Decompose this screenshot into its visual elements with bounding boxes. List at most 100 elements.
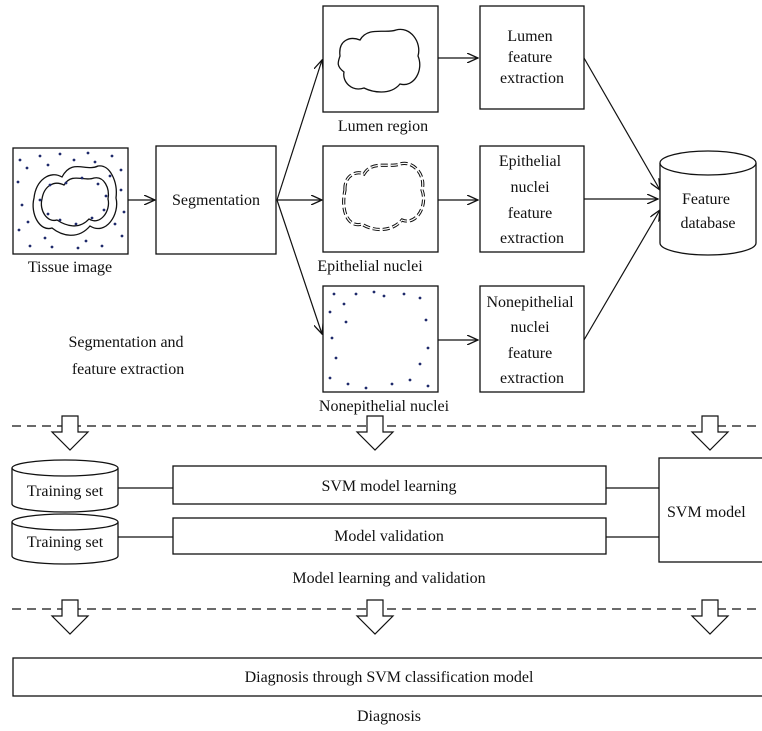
- training-set-2-cylinder: [11, 513, 119, 565]
- arrow-to-nonepithelial: [276, 199, 322, 334]
- nucleus-dot: [26, 220, 30, 224]
- arrow-lumen-to-database: [583, 57, 660, 190]
- nucleus-dot: [90, 216, 94, 220]
- stage1-caption-line: feature extraction: [72, 361, 184, 378]
- nucleus-dot: [418, 362, 422, 366]
- nucleus-dot: [108, 174, 112, 178]
- feature-database-line: Feature: [682, 191, 730, 208]
- nucleus-dot: [408, 378, 412, 382]
- nucleus-dot: [20, 203, 24, 207]
- nucleus-dot: [402, 292, 406, 296]
- nonepithelial-nuclei-image: [322, 285, 439, 393]
- nucleus-dot: [354, 292, 358, 296]
- nucleus-dot: [86, 151, 90, 155]
- nonepithelial-extraction-box: [479, 285, 585, 393]
- lumen-extraction-line: extraction: [500, 70, 564, 87]
- feature-database-line: database: [680, 215, 735, 232]
- validation-box: [172, 517, 607, 555]
- nucleus-dot: [58, 152, 62, 156]
- nucleus-dot: [382, 294, 386, 298]
- svm-learning-box: [172, 465, 607, 505]
- lumen-extraction-line: feature: [508, 49, 552, 66]
- diagnosis-box: [12, 657, 762, 697]
- nucleus-dot: [100, 244, 104, 248]
- nucleus-dot: [122, 210, 126, 214]
- nucleus-dot: [424, 318, 428, 322]
- nucleus-dot: [418, 296, 422, 300]
- nucleus-dot: [74, 222, 78, 226]
- lumen-region-image: [322, 5, 439, 113]
- nucleus-dot: [110, 154, 114, 158]
- nucleus-dot: [364, 386, 368, 390]
- nucleus-dot: [426, 346, 430, 350]
- lumen-extraction-text: Lumen feature extraction: [500, 28, 564, 87]
- nonepithelial-nuclei-label: Nonepithelial nuclei: [319, 398, 450, 415]
- nucleus-dot: [102, 208, 106, 212]
- svm-model-label: SVM model: [667, 504, 746, 521]
- down-arrow-icon: [50, 415, 90, 451]
- nucleus-dot: [72, 158, 76, 162]
- down-arrow-icon: [690, 415, 730, 451]
- segmentation-label: Segmentation: [172, 192, 260, 209]
- feature-database-cylinder: [659, 150, 757, 256]
- nucleus-dot: [16, 180, 20, 184]
- nucleus-dot: [28, 244, 32, 248]
- nucleus-dot: [390, 382, 394, 386]
- nucleus-dot: [80, 176, 84, 180]
- feature-database-text: Feature database: [680, 191, 735, 232]
- training-set-2-label: Training set: [27, 534, 104, 551]
- nucleus-dot: [18, 158, 22, 162]
- epithelial-extraction-line: extraction: [500, 230, 564, 247]
- nucleus-dot: [43, 236, 47, 240]
- epithelial-nuclei-image: [322, 145, 439, 253]
- nucleus-dot: [50, 245, 54, 249]
- nucleus-dot: [328, 310, 332, 314]
- nucleus-dot: [119, 168, 123, 172]
- epithelial-extraction-line: Epithelial: [499, 153, 562, 170]
- training-set-1-cylinder: [11, 459, 119, 513]
- nucleus-dot: [342, 302, 346, 306]
- epithelial-nuclei-label: Epithelial nuclei: [317, 258, 423, 275]
- nucleus-dot: [17, 228, 21, 232]
- epithelial-extraction-line: nuclei: [510, 179, 550, 196]
- diagnosis-box-label: Diagnosis through SVM classification mod…: [245, 669, 534, 686]
- nucleus-dot: [46, 163, 50, 167]
- nucleus-dot: [25, 166, 29, 170]
- stage3-caption: Diagnosis: [357, 708, 421, 725]
- svm-learning-label: SVM model learning: [321, 478, 456, 495]
- nucleus-dot: [64, 181, 68, 185]
- lumen-extraction-box: [479, 5, 585, 110]
- down-arrow-icon: [690, 599, 730, 635]
- lumen-extraction-line: Lumen: [507, 28, 552, 45]
- svm-model-box: [658, 457, 762, 563]
- nonepithelial-extraction-text: Nonepithelial nuclei feature extraction: [486, 294, 577, 387]
- nucleus-dot: [93, 160, 97, 164]
- validation-label: Model validation: [334, 528, 444, 545]
- epithelial-extraction-line: feature: [508, 205, 552, 222]
- lumen-region-label: Lumen region: [338, 118, 428, 135]
- nucleus-dot: [96, 182, 100, 186]
- arrow-to-lumen: [276, 60, 322, 201]
- nucleus-dot: [330, 336, 334, 340]
- nucleus-dot: [328, 376, 332, 380]
- nucleus-dot: [120, 234, 124, 238]
- nucleus-dot: [113, 222, 117, 226]
- tissue-image-label: Tissue image: [28, 259, 112, 276]
- nucleus-dot: [38, 154, 42, 158]
- nucleus-dot: [58, 218, 62, 222]
- nucleus-dot: [372, 290, 376, 294]
- nucleus-dot: [84, 239, 88, 243]
- nonepithelial-extraction-line: Nonepithelial: [486, 294, 574, 311]
- segmentation-box: [155, 145, 277, 255]
- stage2-caption: Model learning and validation: [292, 570, 485, 587]
- nonepithelial-extraction-line: extraction: [500, 370, 564, 387]
- nonepithelial-extraction-line: nuclei: [510, 319, 550, 336]
- nucleus-dot: [346, 382, 350, 386]
- training-set-1-label: Training set: [27, 483, 104, 500]
- tissue-image: [12, 147, 129, 255]
- epithelial-extraction-text: Epithelial nuclei feature extraction: [499, 153, 565, 247]
- nucleus-dot: [38, 198, 42, 202]
- down-arrow-icon: [50, 599, 90, 635]
- nucleus-dot: [76, 246, 80, 250]
